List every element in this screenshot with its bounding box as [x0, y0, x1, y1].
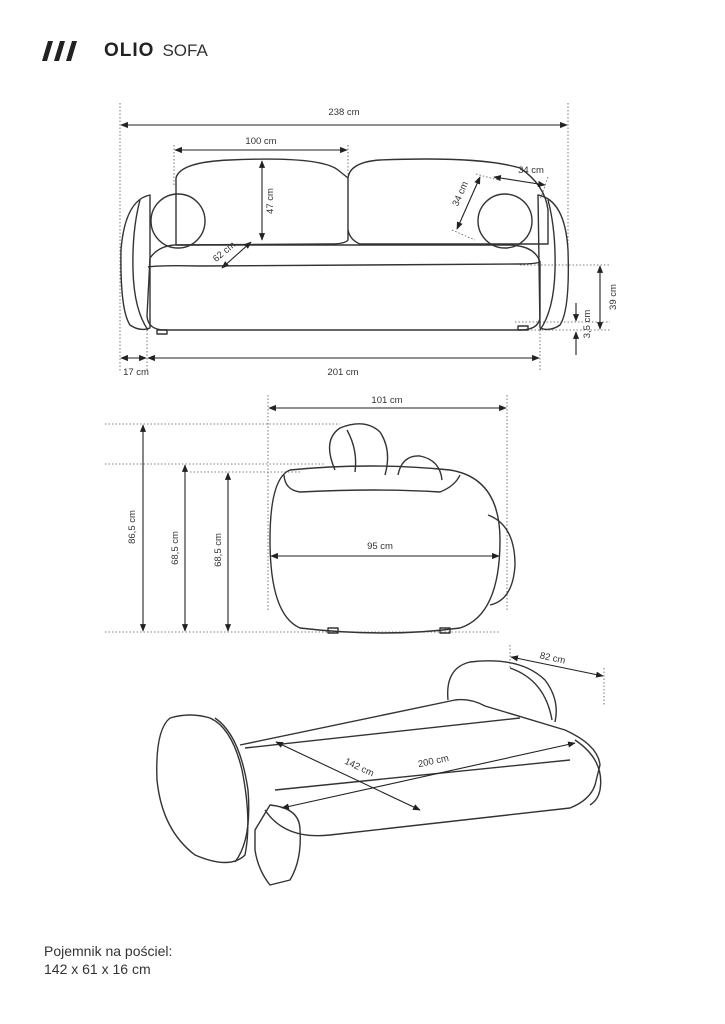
arm-width-label: 17 cm	[123, 367, 149, 378]
side-arm	[487, 514, 516, 606]
cushion-height-label: 47 cm	[265, 188, 276, 214]
seat-edge	[147, 261, 541, 268]
total-width-label: 238 cm	[328, 107, 359, 118]
seat	[146, 244, 541, 331]
left-bolster	[150, 193, 206, 249]
bed-view: 82 cm 142 cm 200 cm	[156, 645, 605, 886]
bed-pullout	[254, 804, 301, 886]
seat-height-label: 39 cm	[608, 284, 619, 310]
seat-depth-label: 62 cm	[211, 240, 238, 265]
total-height-label: 86,5 cm	[127, 510, 138, 544]
right-back-cushion	[347, 158, 549, 245]
right-arm	[537, 194, 569, 331]
back-height-1-label: 68,5 cm	[170, 531, 181, 565]
leg-height-label: 3,5 cm	[582, 310, 593, 339]
left-back-cushion	[175, 158, 349, 246]
side-view: 101 cm 86,5 cm 68,5 cm 68,5 cm 95 cm	[105, 395, 516, 634]
bed-platform	[239, 698, 601, 837]
bed-left-arm	[156, 714, 249, 864]
side-small-pillow	[397, 455, 443, 481]
cushion-width-label: 100 cm	[245, 136, 276, 147]
bed-back-arm	[446, 660, 557, 723]
back-height-2-label: 68,5 cm	[213, 533, 224, 567]
left-arm-inner	[132, 199, 149, 331]
header: OLIO SOFA	[42, 40, 208, 62]
arm-depth-label: 82 cm	[539, 650, 567, 666]
product-type: SOFA	[162, 41, 208, 60]
bolster-width-label: 34 cm	[518, 165, 544, 176]
right-bolster	[477, 193, 533, 249]
side-back-bolster	[328, 423, 389, 476]
seat-width-label: 201 cm	[327, 367, 358, 378]
brand-logo-icon	[42, 41, 77, 61]
side-seat-depth-label: 95 cm	[367, 541, 393, 552]
storage-label: Pojemnik na pościel:	[44, 943, 173, 959]
front-view: 238 cm 100 cm 47 cm 62 cm 34 cm 34 cm 39…	[119, 103, 619, 378]
bed-length-label: 200 cm	[417, 753, 450, 770]
storage-info: Pojemnik na pościel: 142 x 61 x 16 cm	[44, 942, 172, 978]
storage-dimensions: 142 x 61 x 16 cm	[44, 961, 151, 977]
left-arm	[120, 194, 151, 331]
depth-label: 101 cm	[371, 395, 402, 406]
right-arm-inner	[539, 199, 556, 331]
brand-name: OLIO	[104, 40, 155, 61]
bed-right-arm	[574, 739, 602, 806]
